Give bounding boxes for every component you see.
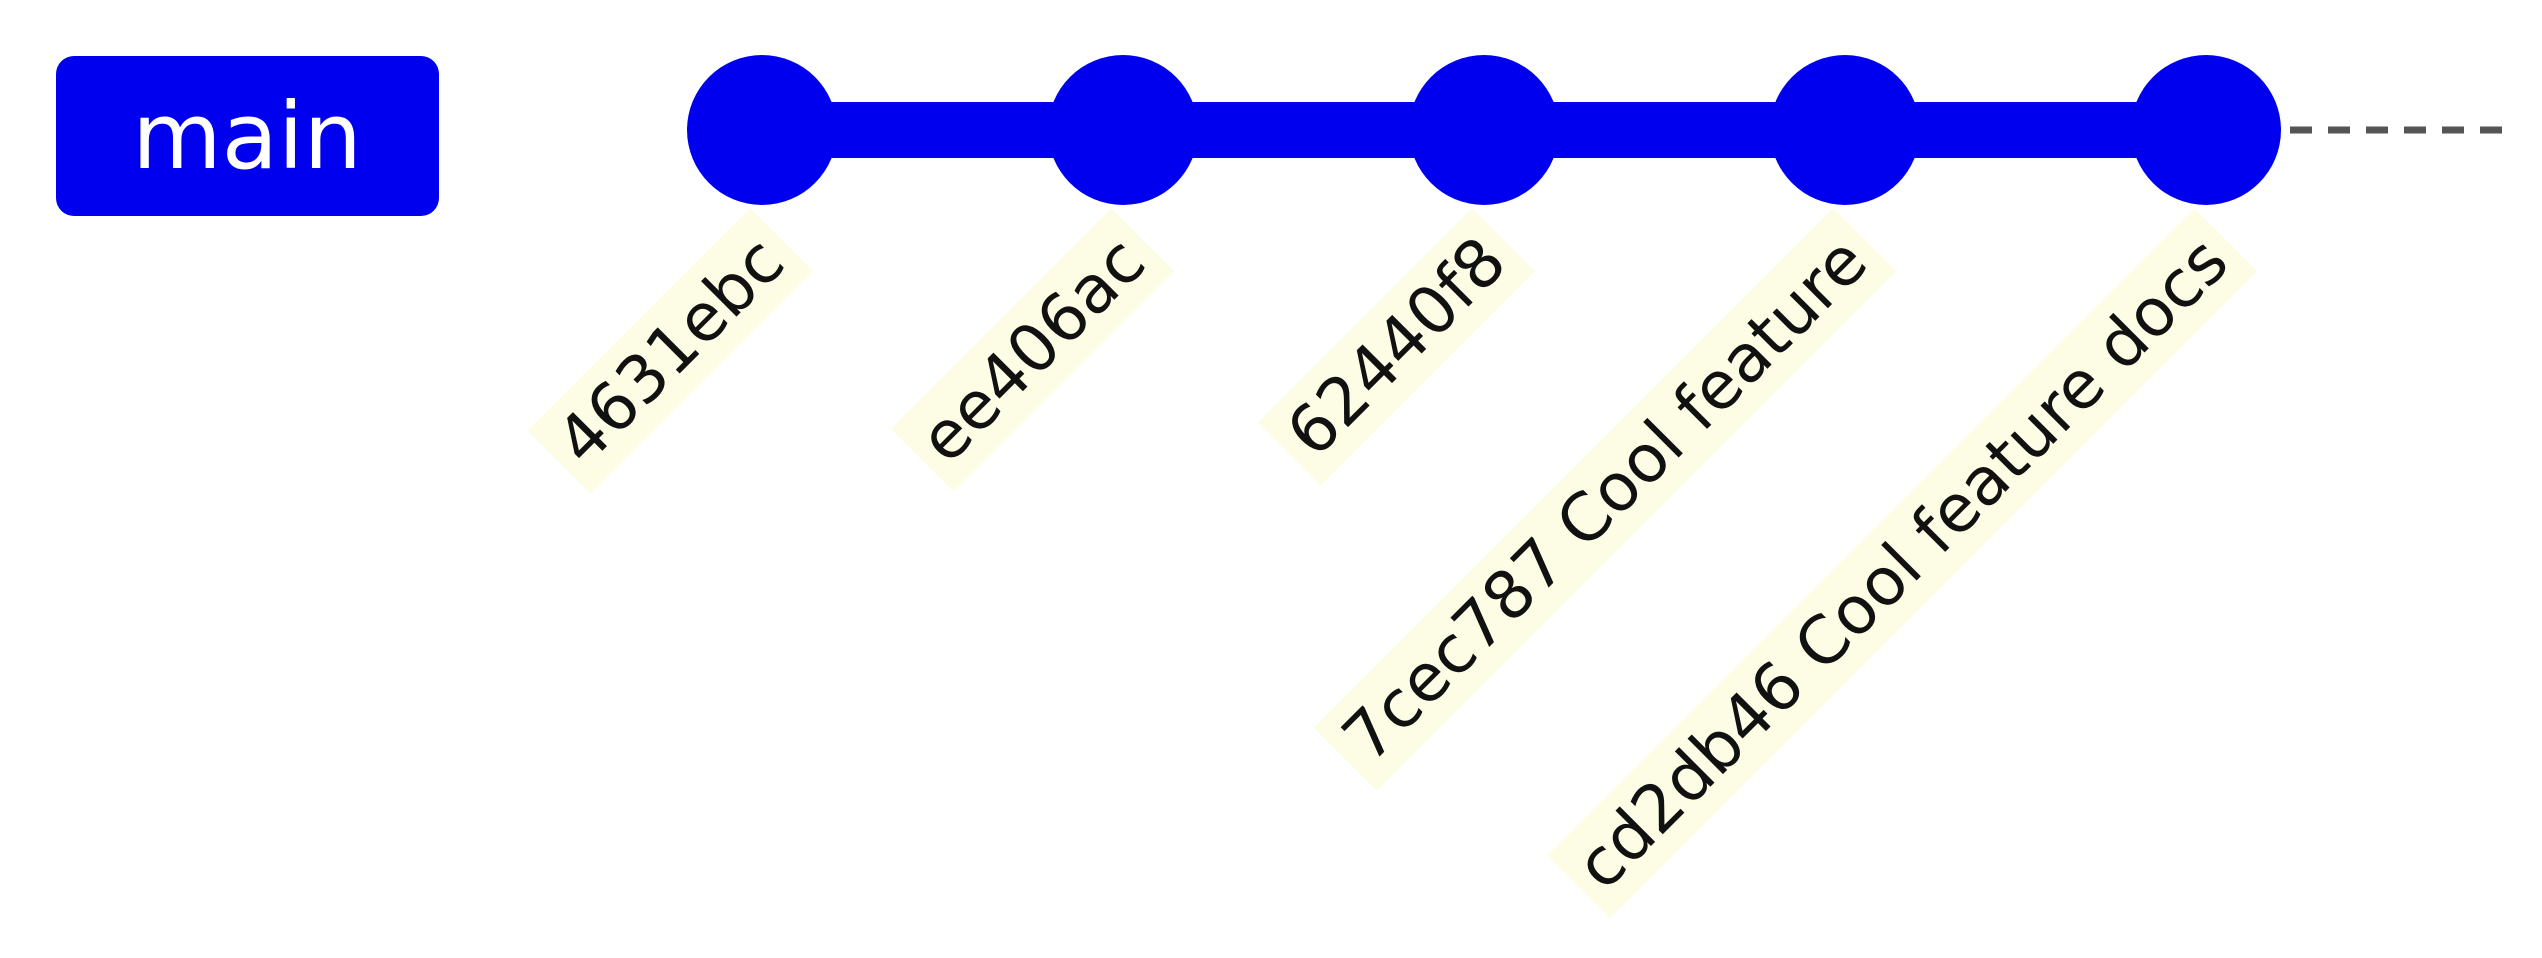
commit-node[interactable] xyxy=(2131,55,2281,205)
commit-label-bg xyxy=(890,208,1175,492)
commit-node[interactable] xyxy=(1409,55,1559,205)
commit-node[interactable] xyxy=(1770,55,1920,205)
commit-label-bg xyxy=(1257,208,1536,486)
commit-label-text: 62440f8 xyxy=(1272,222,1521,471)
commit-label-text: 4631ebc xyxy=(542,222,799,479)
commit-label: 4631ebc xyxy=(527,208,814,494)
commit-label-bg xyxy=(1546,208,2258,919)
branch-label-box xyxy=(56,56,439,216)
commit-label: cd2db46 Cool feature docs xyxy=(1546,208,2258,919)
commit-label-text: ee406ac xyxy=(905,222,1160,477)
branch-label: main xyxy=(56,56,439,216)
commit-label: ee406ac xyxy=(890,208,1175,492)
commit-node[interactable] xyxy=(687,55,837,205)
commit-label-text: cd2db46 Cool feature docs xyxy=(1561,222,2243,904)
commit-node[interactable] xyxy=(1048,55,1198,205)
commit-label-bg xyxy=(1313,208,1897,791)
branch-label-text: main xyxy=(132,83,362,190)
commit-label-bg xyxy=(527,208,814,494)
commit-label: 62440f8 xyxy=(1257,208,1536,486)
